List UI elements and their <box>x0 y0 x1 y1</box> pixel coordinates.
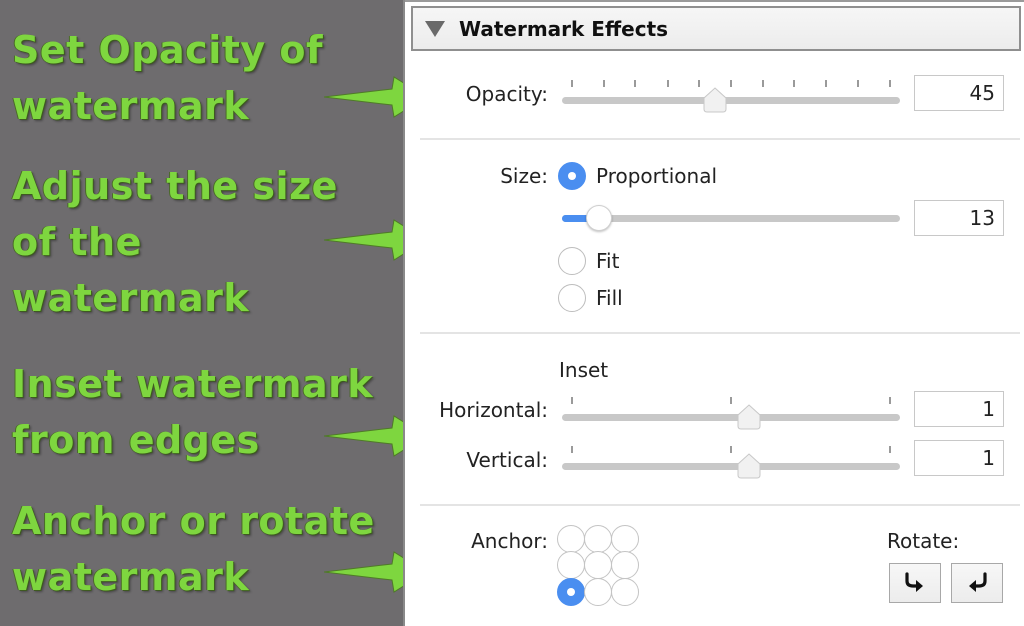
callout-opacity: Set Opacity of watermark <box>12 28 324 128</box>
slider-tick <box>603 80 605 87</box>
anchor-center[interactable] <box>584 551 612 579</box>
section-divider <box>420 138 1020 140</box>
callout-inset: Inset watermark from edges <box>12 362 374 462</box>
size-fit-radio[interactable] <box>558 247 586 275</box>
inset-vertical-track[interactable] <box>562 463 900 470</box>
anchor-bottom-center[interactable] <box>584 578 612 606</box>
slider-tick <box>571 397 573 404</box>
inset-vertical-thumb[interactable] <box>736 453 762 479</box>
disclosure-triangle-icon[interactable] <box>425 20 445 37</box>
size-value-field[interactable]: 13 <box>914 200 1004 236</box>
slider-tick <box>889 446 891 453</box>
inset-vertical-label: Vertical: <box>466 448 548 472</box>
inset-horizontal-thumb[interactable] <box>736 404 762 430</box>
slider-tick <box>634 80 636 87</box>
opacity-slider-track[interactable] <box>562 97 900 104</box>
inset-horizontal-track[interactable] <box>562 414 900 421</box>
callout-anchor: Anchor or rotate watermark <box>12 499 375 599</box>
size-slider-track[interactable] <box>562 215 900 222</box>
anchor-bottom-right[interactable] <box>611 578 639 606</box>
slider-tick <box>730 446 732 453</box>
anchor-bottom-left[interactable] <box>557 578 585 606</box>
anchor-top-center[interactable] <box>584 525 612 553</box>
anchor-middle-left[interactable] <box>557 551 585 579</box>
inset-heading: Inset <box>559 358 609 382</box>
rotate-clockwise-button[interactable] <box>889 563 941 603</box>
opacity-label: Opacity: <box>465 82 548 106</box>
rotate-label: Rotate: <box>887 529 960 553</box>
section-title: Watermark Effects <box>459 16 669 41</box>
rotate-clockwise-icon <box>905 572 923 592</box>
slider-tick <box>825 80 827 87</box>
size-proportional-label: Proportional <box>596 164 718 188</box>
inset-horizontal-value-field[interactable]: 1 <box>914 391 1004 427</box>
size-proportional-radio[interactable] <box>558 162 586 190</box>
inset-vertical-value-field[interactable]: 1 <box>914 440 1004 476</box>
opacity-slider-thumb[interactable] <box>702 87 728 113</box>
size-fit-label: Fit <box>596 249 620 273</box>
annotation-pane: Set Opacity of watermark Adjust the size… <box>0 0 403 626</box>
section-divider <box>420 504 1020 506</box>
slider-tick <box>889 80 891 87</box>
inset-horizontal-label: Horizontal: <box>439 398 548 422</box>
callout-size: Adjust the size of the watermark <box>12 164 338 320</box>
anchor-label: Anchor: <box>471 529 548 553</box>
slider-tick <box>857 80 859 87</box>
slider-tick <box>571 80 573 87</box>
slider-tick <box>793 80 795 87</box>
section-divider <box>420 332 1020 334</box>
watermark-effects-panel: Watermark Effects Opacity: 45 Size: Prop… <box>403 0 1024 626</box>
slider-tick <box>571 446 573 453</box>
size-fill-radio[interactable] <box>558 284 586 312</box>
slider-tick <box>730 80 732 87</box>
anchor-top-right[interactable] <box>611 525 639 553</box>
slider-tick <box>667 80 669 87</box>
slider-tick <box>889 397 891 404</box>
size-slider-fill <box>562 215 592 222</box>
rotate-counterclockwise-icon <box>969 572 987 592</box>
slider-tick <box>762 80 764 87</box>
size-label: Size: <box>500 164 548 188</box>
slider-tick <box>698 80 700 87</box>
anchor-middle-right[interactable] <box>611 551 639 579</box>
size-fill-label: Fill <box>596 286 623 310</box>
slider-tick <box>730 397 732 404</box>
size-slider-thumb[interactable] <box>586 205 612 231</box>
section-header[interactable]: Watermark Effects <box>411 6 1021 51</box>
opacity-value-field[interactable]: 45 <box>914 75 1004 111</box>
anchor-top-left[interactable] <box>557 525 585 553</box>
panel-top-border <box>405 0 1024 2</box>
rotate-counterclockwise-button[interactable] <box>951 563 1003 603</box>
